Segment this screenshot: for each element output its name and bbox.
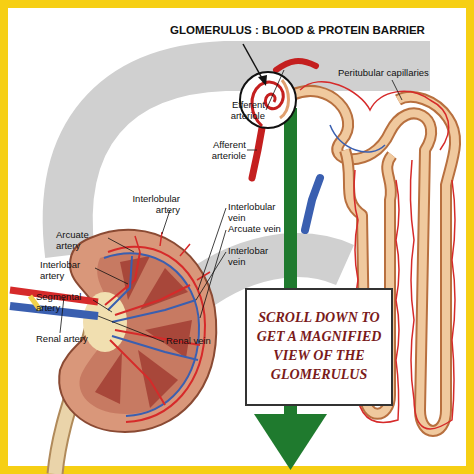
afferent-arteriole [252, 128, 262, 178]
title-pointer-head [258, 75, 267, 86]
leader-line [108, 238, 134, 252]
part-label: Renal artery [36, 334, 90, 345]
diagram-title: GLOMERULUS : BLOOD & PROTEIN BARRIER [170, 24, 425, 36]
arcuate-vein [104, 253, 199, 416]
part-label: Interlobar vein [228, 246, 284, 268]
capillary [300, 82, 449, 150]
magnify-band [68, 66, 430, 255]
part-label: Interlobular artery [118, 194, 180, 216]
note-box: SCROLL DOWN TO GET A MAGNIFIED VIEW OF T… [245, 288, 393, 406]
part-label: Interlobular vein [228, 202, 290, 224]
part-label: Renal vein [166, 336, 226, 347]
background [8, 8, 466, 466]
kidney-cortex [59, 230, 216, 432]
part-label: Efferent arteriole [213, 100, 265, 122]
efferent-arteriole [276, 61, 316, 70]
part-label: Arcuate vein [228, 224, 284, 235]
leader-line [266, 70, 284, 110]
scroll-arrow-head [254, 414, 327, 470]
leader-line [196, 252, 226, 300]
part-label: Interlobar artery [40, 260, 95, 282]
leader-line [200, 230, 226, 318]
part-label: Peritubular capillaries [338, 68, 438, 79]
note-text: SCROLL DOWN TO GET A MAGNIFIED VIEW OF T… [253, 309, 385, 385]
part-label: Afferent arteriole [194, 140, 246, 162]
renal-pyramid [95, 352, 122, 404]
leader-line [60, 297, 64, 333]
interlobular-vein [305, 178, 320, 230]
arcuate-artery [108, 247, 205, 422]
leader-line [98, 316, 164, 342]
renal-pyramid [138, 350, 178, 408]
title-pointer [243, 44, 263, 80]
capillary [410, 160, 455, 429]
interlobular-artery [135, 232, 210, 280]
bowman-capsule [280, 80, 289, 118]
leader-line [93, 300, 112, 312]
part-label: Segmental artery [36, 292, 92, 314]
interlobar-artery [105, 252, 200, 405]
part-label: Arcuate artery [56, 230, 108, 252]
leader-line [247, 150, 257, 151]
capillary-venule [330, 125, 385, 152]
leader-line [95, 268, 128, 284]
leader-line [392, 80, 402, 100]
